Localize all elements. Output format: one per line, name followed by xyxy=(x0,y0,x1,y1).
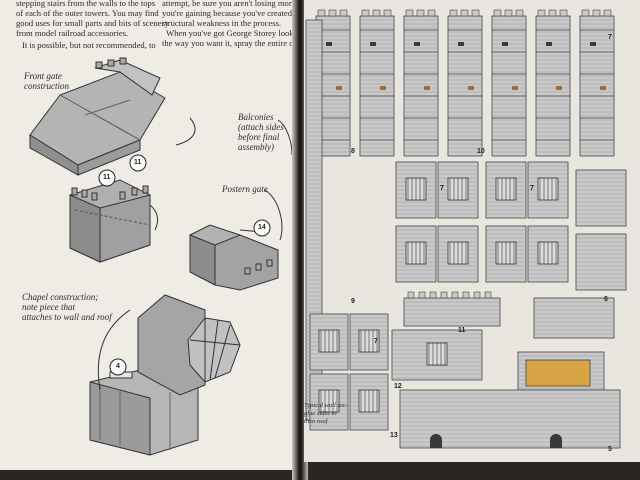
wall-panel xyxy=(359,15,395,157)
chapel-illustration xyxy=(89,294,241,456)
part-number: 11 xyxy=(458,327,466,334)
text-line: of each of the outer towers. You may fin… xyxy=(16,8,159,18)
part-number: 6 xyxy=(604,296,608,303)
part-number: 7 xyxy=(374,338,378,345)
front-gate-illustration xyxy=(29,57,166,263)
wall-panel xyxy=(579,15,615,157)
text-line: good uses for small parts and bits of sc… xyxy=(16,18,169,28)
text-line: It is possible, but not recommended, to xyxy=(22,40,156,50)
callout-number: 4 xyxy=(116,363,120,370)
callout-number: 11 xyxy=(103,174,111,181)
text-line: the way you want it, spray the entire co… xyxy=(162,38,305,48)
left-page: stepping stairs from the walls to the to… xyxy=(0,0,312,470)
text-line: attempt, be sure you aren't losing more … xyxy=(162,0,313,8)
text-line: structural weakness in the process. xyxy=(162,18,282,28)
callout-number: 11 xyxy=(134,159,142,166)
part-number: 13 xyxy=(390,432,398,439)
part-number: 7 xyxy=(608,34,612,41)
wood-panel xyxy=(525,359,591,387)
wall-panel xyxy=(491,15,527,157)
wall-panel xyxy=(535,15,571,157)
cutout-sheet xyxy=(305,9,627,449)
caption-postern-gate: Postern gate xyxy=(222,184,268,194)
part-number: 9 xyxy=(351,298,355,305)
part-number: 8 xyxy=(351,148,355,155)
part-number: 5 xyxy=(608,446,612,453)
wall-panel xyxy=(403,297,501,327)
callout-circles xyxy=(98,154,271,376)
text-line: from model railroad accessories. xyxy=(16,28,129,38)
assembly-illustrations xyxy=(29,57,293,456)
part-number: 7 xyxy=(530,185,534,192)
arched-door xyxy=(430,434,442,448)
wall-panel xyxy=(403,15,439,157)
arrows xyxy=(97,117,293,391)
part-number: 12 xyxy=(394,383,402,390)
part-number: 7 xyxy=(440,185,444,192)
part-number: 10 xyxy=(477,148,485,155)
postern-gate-illustration xyxy=(189,224,279,291)
text-line: you're gaining because you've created a xyxy=(162,8,298,18)
arched-door xyxy=(550,434,562,448)
right-page-cutouts: 7 8 9 10 11 12 13 6 5 7 7 7 Typical wall… xyxy=(304,0,640,462)
wall-panel xyxy=(447,15,483,157)
text-line: When you've got George Storey looking xyxy=(166,28,305,38)
callout-number: 14 xyxy=(258,224,266,231)
text-line: stepping stairs from the walls to the to… xyxy=(16,0,156,8)
